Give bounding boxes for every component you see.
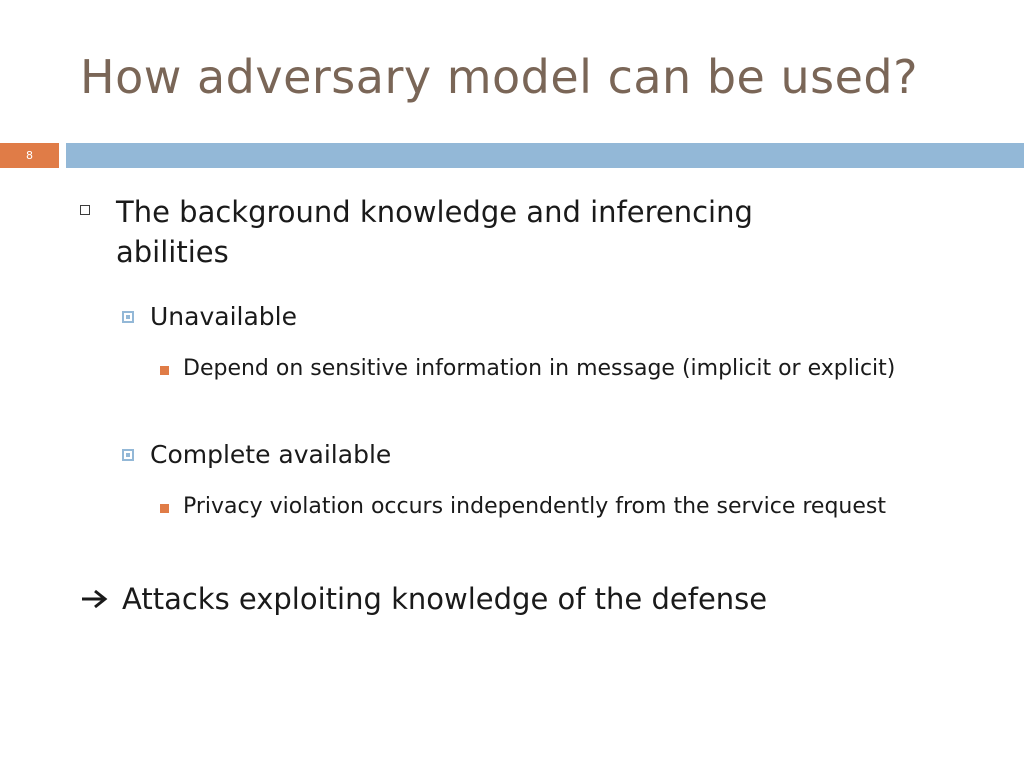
- filled-square-icon: [160, 358, 183, 388]
- bullet-level3-item: Privacy violation occurs independently f…: [160, 494, 920, 526]
- arrow-bullet-item: Attacks exploiting knowledge of the defe…: [80, 580, 767, 618]
- bullet-level2-item: Unavailable: [122, 302, 297, 332]
- bullet-level2-item: Complete available: [122, 440, 391, 470]
- bullet-text: Complete available: [150, 440, 392, 469]
- bullet-text: Depend on sensitive information in messa…: [183, 356, 896, 381]
- bullet-level3-item: Depend on sensitive information in messa…: [160, 356, 920, 388]
- framed-square-icon: [122, 302, 150, 323]
- title-divider-bar: [66, 143, 1024, 168]
- bullet-level1-item: The background knowledge and inferencing…: [80, 192, 870, 272]
- bullet-text: The background knowledge and inferencing…: [116, 195, 753, 269]
- framed-square-icon: [122, 440, 150, 461]
- bullet-text: Attacks exploiting knowledge of the defe…: [122, 582, 768, 616]
- bullet-text: Unavailable: [150, 302, 297, 331]
- open-square-icon: [80, 192, 116, 272]
- bullet-text: Privacy violation occurs independently f…: [183, 494, 886, 519]
- page-number-box: 8: [0, 143, 59, 168]
- filled-square-icon: [160, 496, 183, 526]
- page-number: 8: [26, 149, 33, 162]
- slide-title: How adversary model can be used?: [80, 50, 918, 104]
- right-arrow-icon: [80, 588, 122, 610]
